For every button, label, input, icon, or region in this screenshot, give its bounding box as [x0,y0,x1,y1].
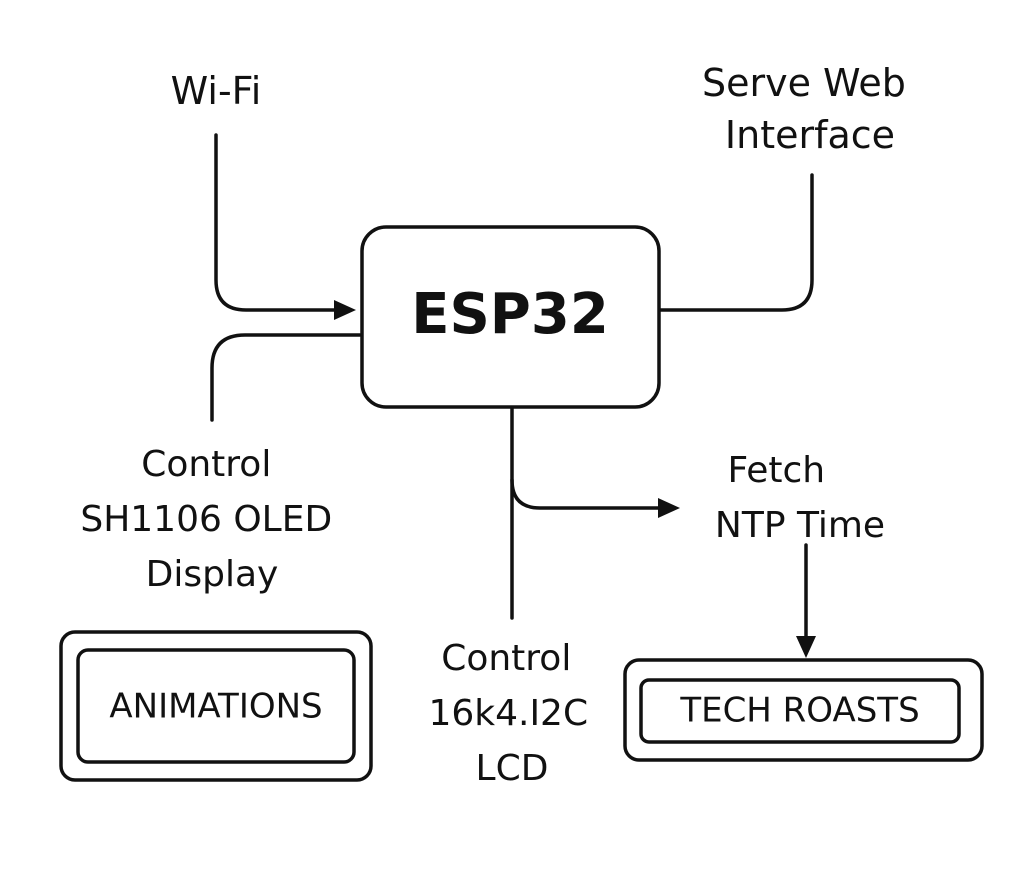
oled-line-3: Display [146,554,279,595]
ntp-arrowhead [658,498,680,518]
wifi-label: Wi-Fi [171,69,262,113]
oled-line-1: Control [141,444,271,485]
lcd-label: Control 16k4.I2C LCD [428,638,599,789]
tech-roasts-inner-border [639,678,961,744]
serve-web-line-2: Interface [725,113,895,157]
roasts-arrowhead [796,636,816,658]
lcd-line-3: LCD [476,748,549,789]
wifi-arrowhead [334,300,356,320]
lcd-line-1: Control [441,638,571,679]
ntp-line-2: NTP Time [715,505,885,546]
web-connector [658,173,814,312]
oled-connector [210,333,362,422]
serve-web-line-1: Serve Web [702,61,906,105]
ntp-connector [510,478,667,510]
tech-roasts-label: TECH ROASTS [679,691,919,731]
animations-box: ANIMATIONS [59,630,373,782]
oled-label: Control SH1106 OLED Display [80,444,343,595]
esp32-label: ESP32 [411,282,609,347]
lcd-line-2: 16k4.I2C [428,693,588,734]
wifi-connector [214,133,347,312]
animations-label: ANIMATIONS [109,687,322,727]
ntp-label: Fetch NTP Time [715,450,885,546]
animations-inner-border [76,648,356,764]
oled-line-2: SH1106 OLED [80,499,332,540]
tech-roasts-box: TECH ROASTS [623,658,984,762]
ntp-line-1: Fetch [727,450,825,491]
serve-web-label: Serve Web Interface [702,61,918,157]
esp32-box [360,225,661,409]
